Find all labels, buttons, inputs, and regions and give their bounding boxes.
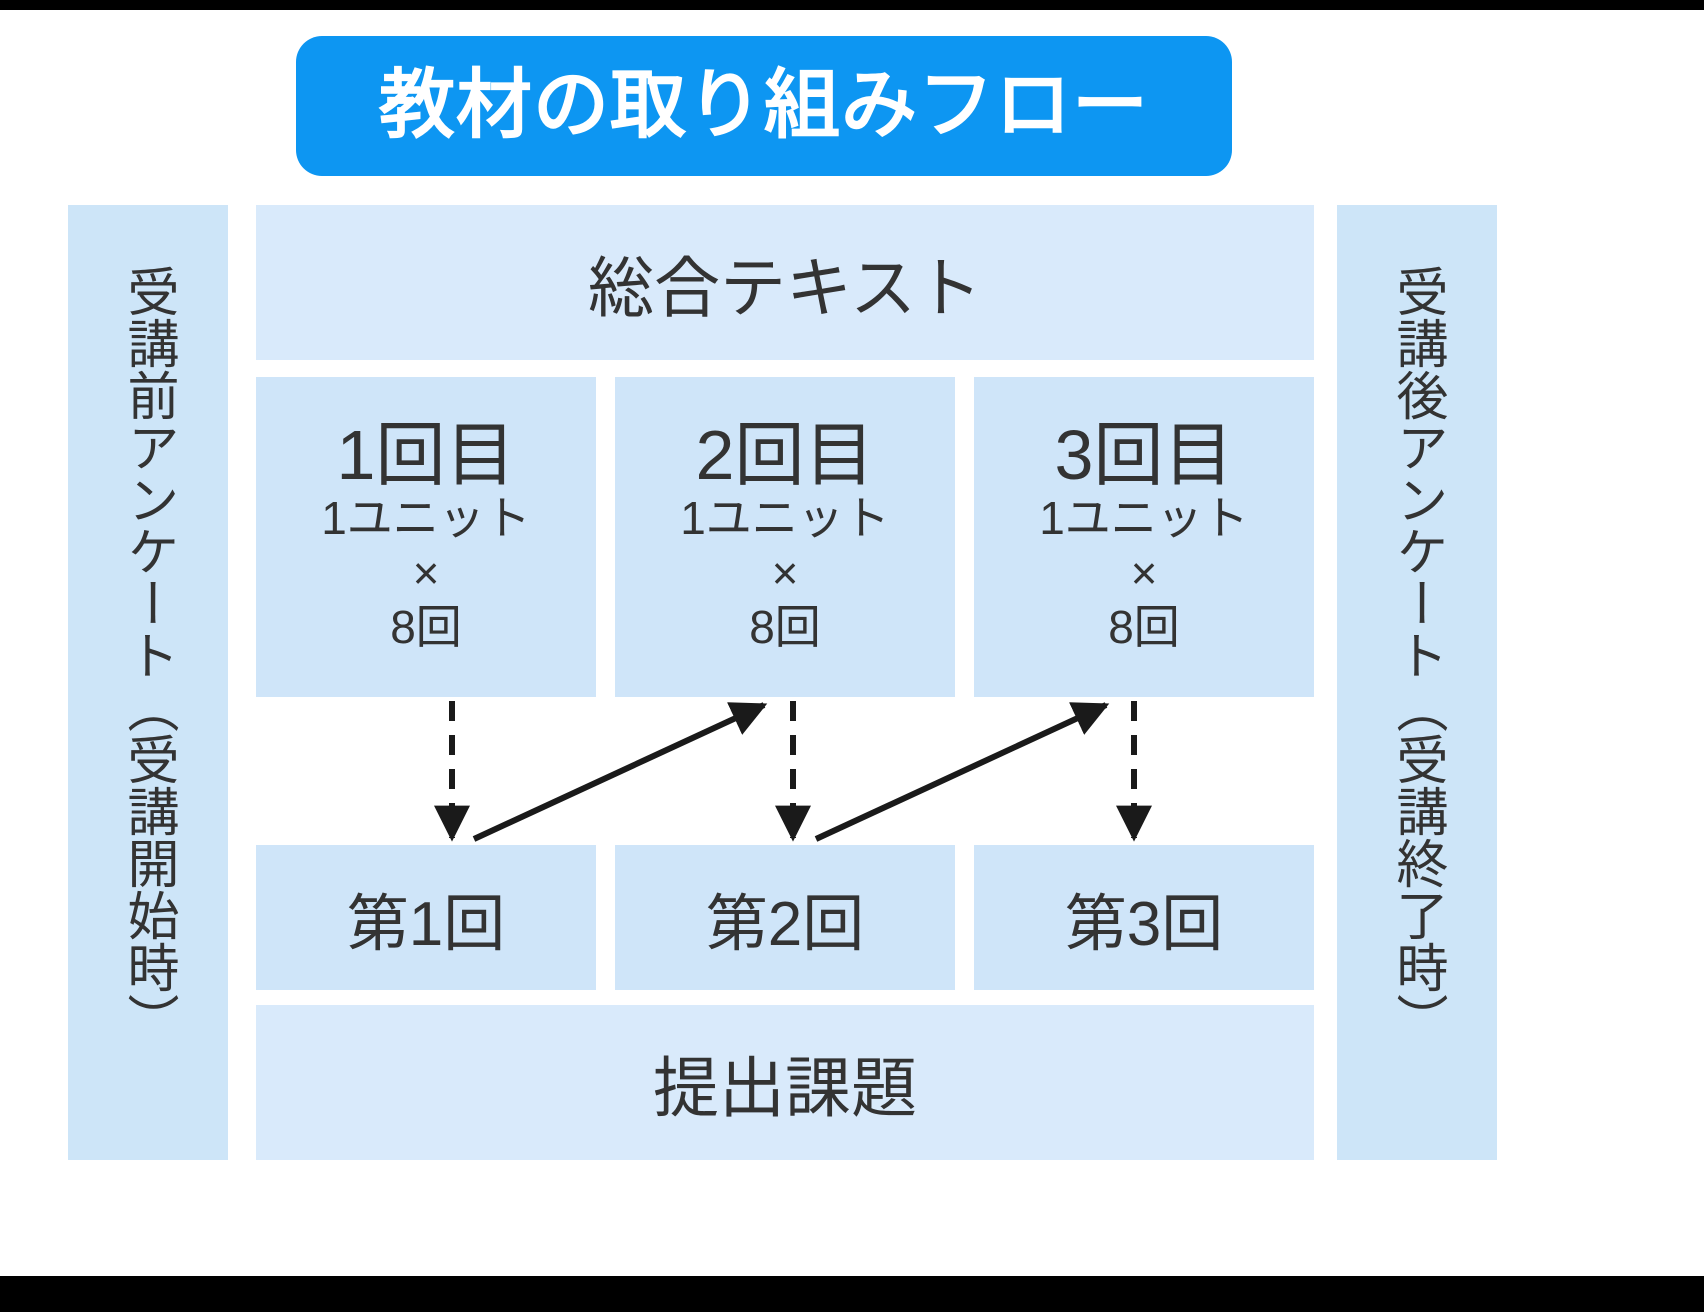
sidebar-pre-course-survey-label: 受講前アンケート（受講開始時） — [119, 265, 178, 1045]
band-comprehensive-text-label: 総合テキスト — [587, 250, 983, 325]
page-title: 教材の取り組みフロー — [379, 63, 1149, 148]
session-box-1: 第1回 — [256, 845, 596, 990]
sidebar-post-course-survey-label: 受講後アンケート（受講終了時） — [1388, 265, 1447, 1045]
unit-box-1-line1: 1ユニット — [321, 492, 531, 545]
unit-box-3-line3: 8回 — [1108, 600, 1180, 653]
session-box-1-label: 第1回 — [346, 889, 506, 959]
unit-box-3-line1: 1ユニット — [1039, 492, 1249, 545]
arrow-diagonal-session2-to-unit3 — [814, 702, 1110, 842]
session-box-2: 第2回 — [615, 845, 955, 990]
band-submission-assignment: 提出課題 — [256, 1005, 1314, 1160]
band-comprehensive-text: 総合テキスト — [256, 205, 1314, 360]
diagram-title-pill: 教材の取り組みフロー — [296, 36, 1232, 176]
sidebar-pre-course-survey: 受講前アンケート（受講開始時） — [68, 205, 228, 1160]
flow-center-column: 総合テキスト 1回目 1ユニット × 8回 2回目 1ユニット × 8回 3回目… — [256, 205, 1314, 1160]
unit-box-1-line2: × — [412, 546, 440, 599]
unit-box-3-line2: × — [1130, 546, 1158, 599]
band-submission-assignment-label: 提出課題 — [653, 1050, 917, 1125]
unit-box-2: 2回目 1ユニット × 8回 — [615, 377, 955, 697]
unit-box-3-title: 3回目 — [1054, 415, 1234, 494]
letterbox-top — [0, 0, 1704, 10]
unit-box-2-line3: 8回 — [749, 600, 821, 653]
session-box-2-label: 第2回 — [705, 889, 865, 959]
letterbox-bottom — [0, 1276, 1704, 1312]
unit-box-2-title: 2回目 — [695, 415, 875, 494]
session-box-3-label: 第3回 — [1064, 889, 1224, 959]
unit-box-1-title: 1回目 — [336, 415, 516, 494]
unit-box-3: 3回目 1ユニット × 8回 — [974, 377, 1314, 697]
unit-box-1-line3: 8回 — [390, 600, 462, 653]
sidebar-post-course-survey: 受講後アンケート（受講終了時） — [1337, 205, 1497, 1160]
arrow-diagonal-session1-to-unit2 — [472, 702, 768, 842]
unit-box-2-line1: 1ユニット — [680, 492, 890, 545]
unit-box-1: 1回目 1ユニット × 8回 — [256, 377, 596, 697]
session-box-3: 第3回 — [974, 845, 1314, 990]
unit-box-2-line2: × — [771, 546, 799, 599]
